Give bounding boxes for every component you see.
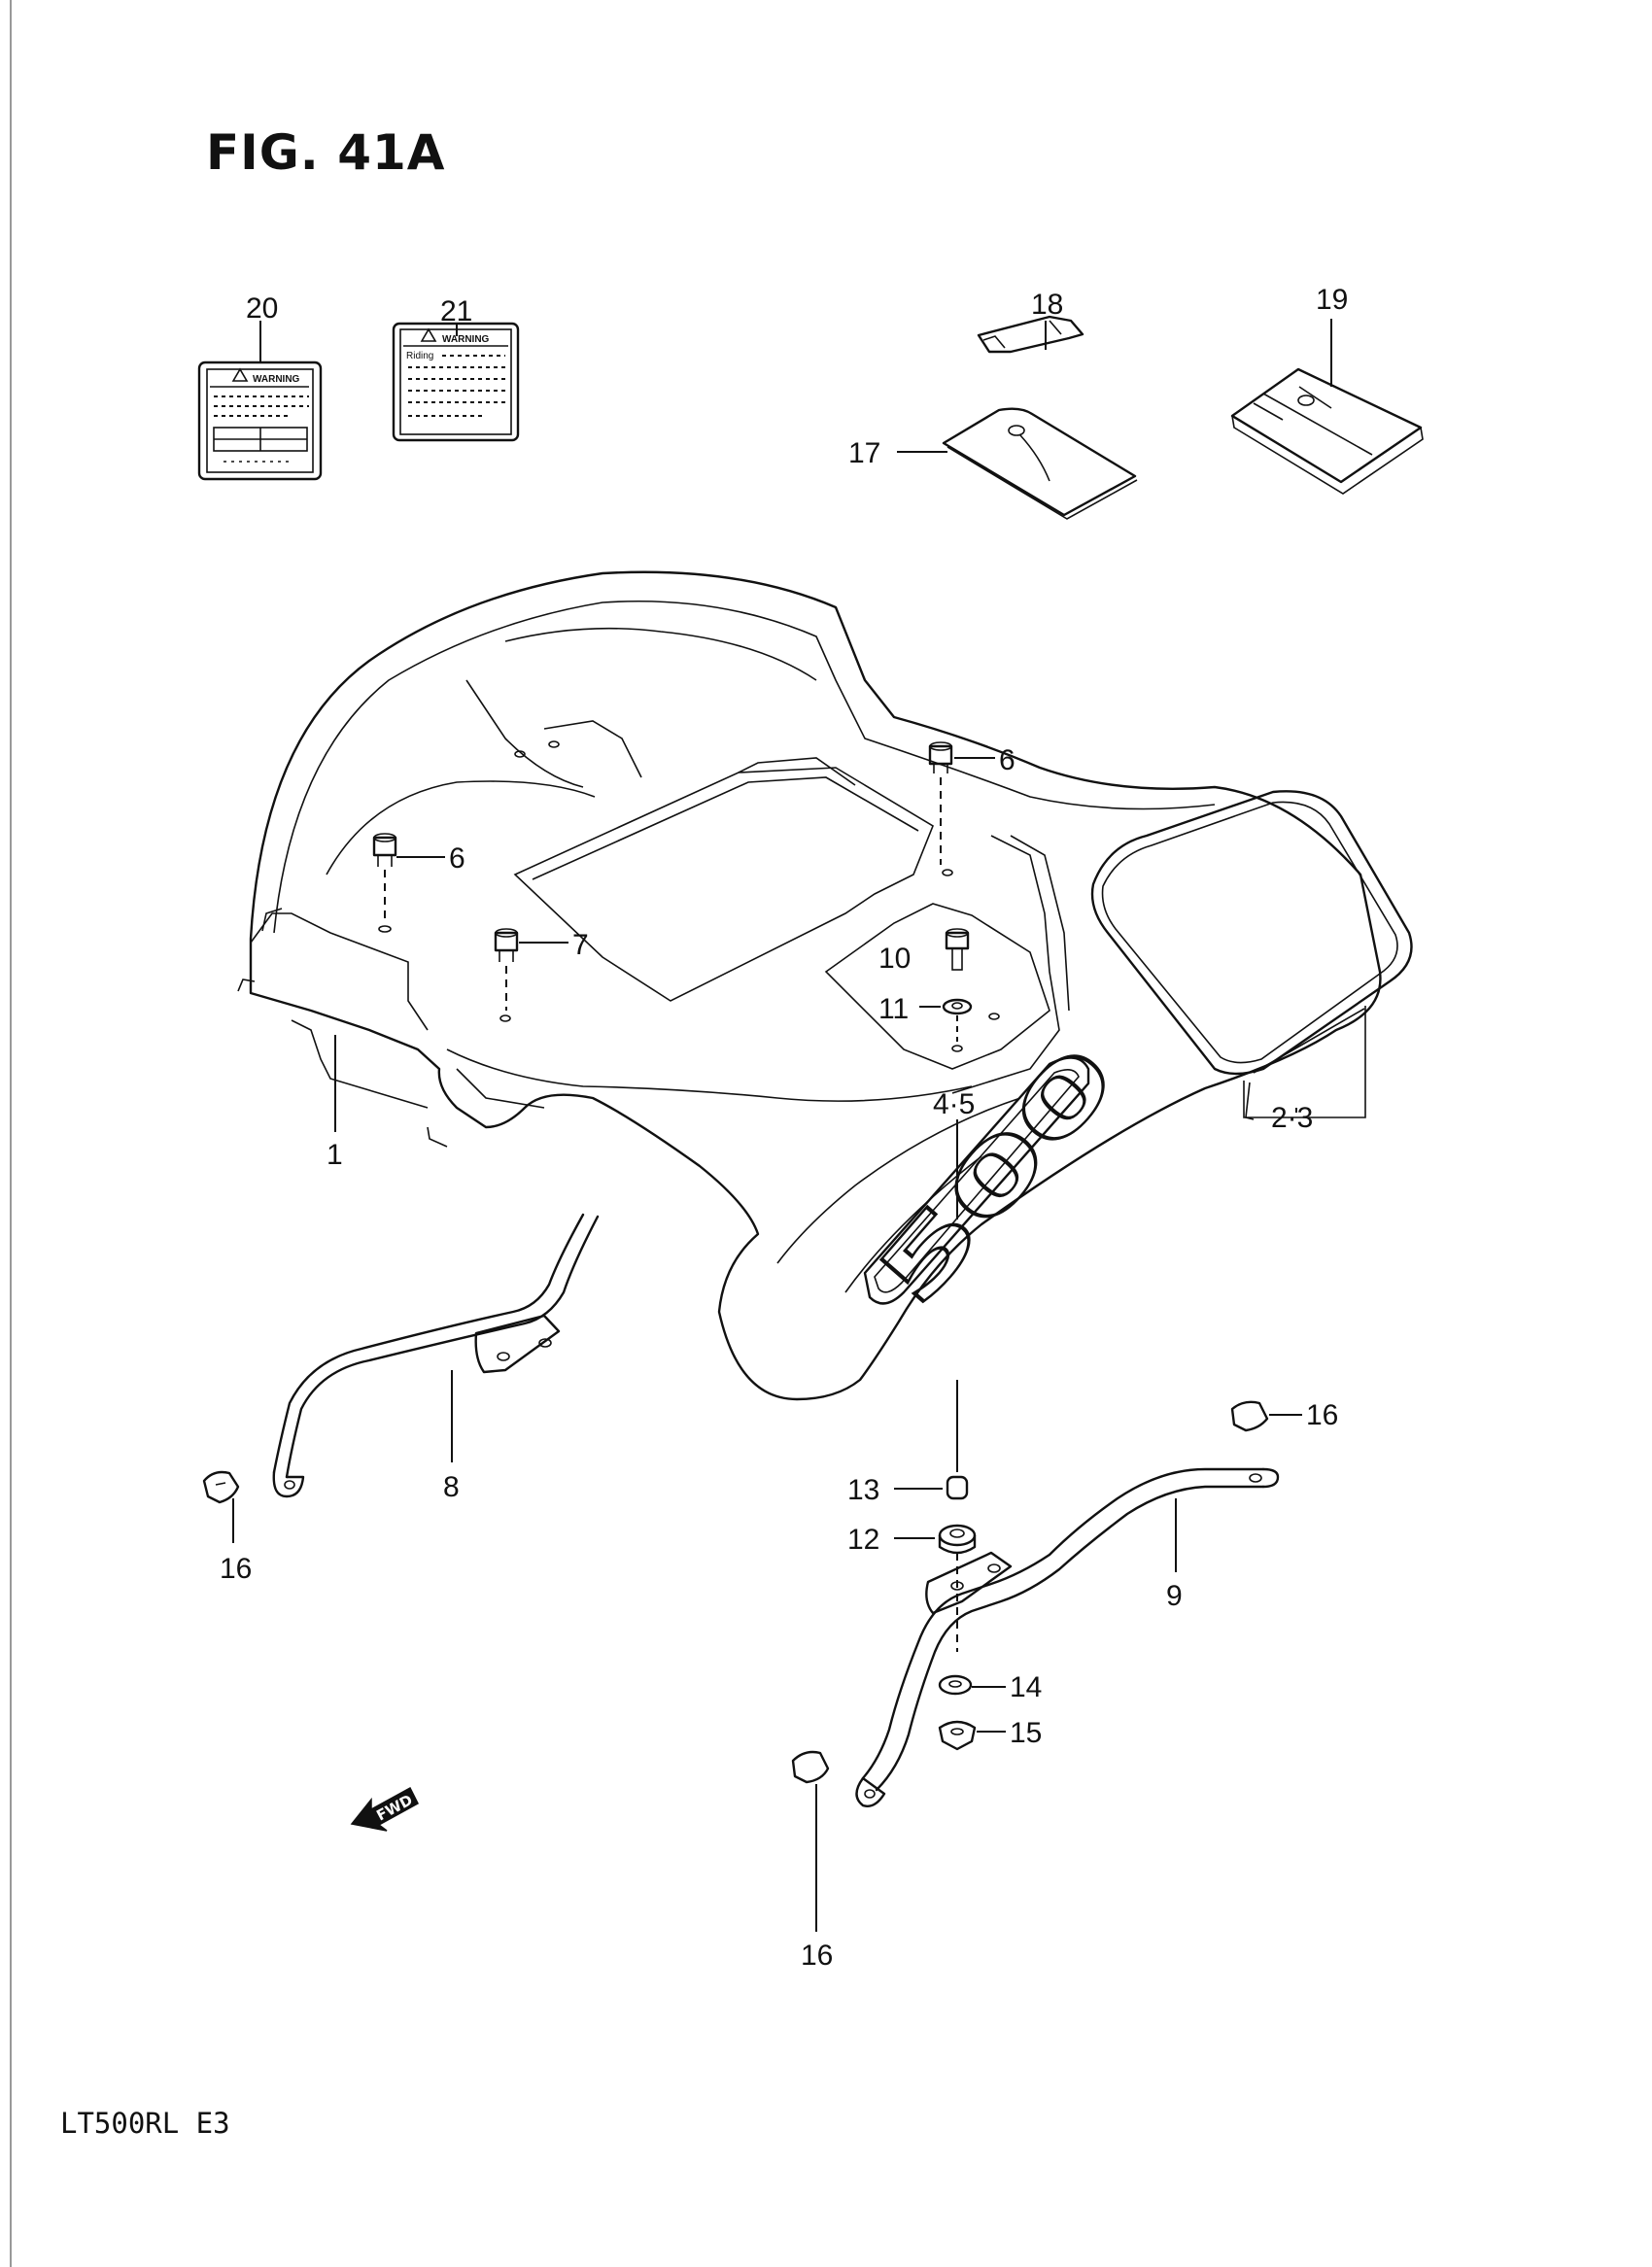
washer-14 xyxy=(938,1674,973,1696)
stay-9 xyxy=(855,1467,1280,1807)
label-21-heading: WARNING xyxy=(442,334,490,345)
callout-11: 11 xyxy=(878,993,909,1025)
stay-8 xyxy=(272,1213,600,1498)
callout-2-3: 2·3 xyxy=(1271,1102,1313,1134)
bolt-6-right xyxy=(928,741,953,865)
page-edge-line xyxy=(10,0,12,2267)
callout-13: 13 xyxy=(847,1474,879,1506)
callout-21: 21 xyxy=(440,295,472,327)
callout-19: 19 xyxy=(1316,284,1348,316)
cover-17 xyxy=(942,407,1138,520)
figure-title: FIG. 41A xyxy=(206,124,446,181)
callout-7: 7 xyxy=(572,929,589,961)
decal-500: 500 xyxy=(857,1026,1137,1327)
tail-lens xyxy=(1090,790,1413,1120)
pouch-19 xyxy=(1230,367,1424,495)
bolt-6-left xyxy=(372,833,397,933)
washer-11 xyxy=(942,998,973,1042)
fwd-arrow-icon: FWD xyxy=(350,1786,419,1832)
callout-16-bottom: 16 xyxy=(801,1940,833,1972)
callout-15: 15 xyxy=(1010,1717,1042,1749)
callout-6-left: 6 xyxy=(449,842,465,875)
callouts: 20 21 18 19 17 6 6 7 10 11 4·5 2·3 1 8 1… xyxy=(220,284,1348,1972)
bracket-18 xyxy=(977,315,1084,354)
decal-500-text: 500 xyxy=(859,1028,1136,1325)
callout-20: 20 xyxy=(246,292,278,325)
callout-8: 8 xyxy=(443,1471,460,1503)
callout-18: 18 xyxy=(1031,289,1063,321)
label-21-sub: Riding xyxy=(406,351,433,361)
callout-1: 1 xyxy=(327,1139,343,1171)
callout-6-right: 6 xyxy=(999,744,1015,776)
rear-fender xyxy=(237,570,1382,1401)
model-code: LT500RL E3 xyxy=(60,2107,230,2140)
cap-16-left xyxy=(202,1470,240,1504)
callout-9: 9 xyxy=(1166,1580,1183,1612)
warning-label-21: WARNING Riding xyxy=(392,322,520,442)
bolt-10 xyxy=(945,928,970,971)
callout-4-5: 4·5 xyxy=(933,1088,975,1120)
callout-10: 10 xyxy=(878,943,911,975)
cap-16-right xyxy=(1230,1400,1269,1432)
warning-label-20: WARNING xyxy=(197,361,323,481)
callout-12: 12 xyxy=(847,1524,879,1556)
nut-15 xyxy=(938,1720,977,1751)
label-20-heading: WARNING xyxy=(253,374,300,385)
grommet-12 xyxy=(938,1524,977,1555)
callout-14: 14 xyxy=(1010,1671,1042,1703)
callout-16-left: 16 xyxy=(220,1553,252,1585)
callout-17: 17 xyxy=(848,437,880,469)
bolt-7 xyxy=(494,928,519,1011)
callout-16-right: 16 xyxy=(1306,1399,1338,1431)
collar-13 xyxy=(946,1475,969,1500)
cap-16-bottom xyxy=(791,1750,830,1784)
